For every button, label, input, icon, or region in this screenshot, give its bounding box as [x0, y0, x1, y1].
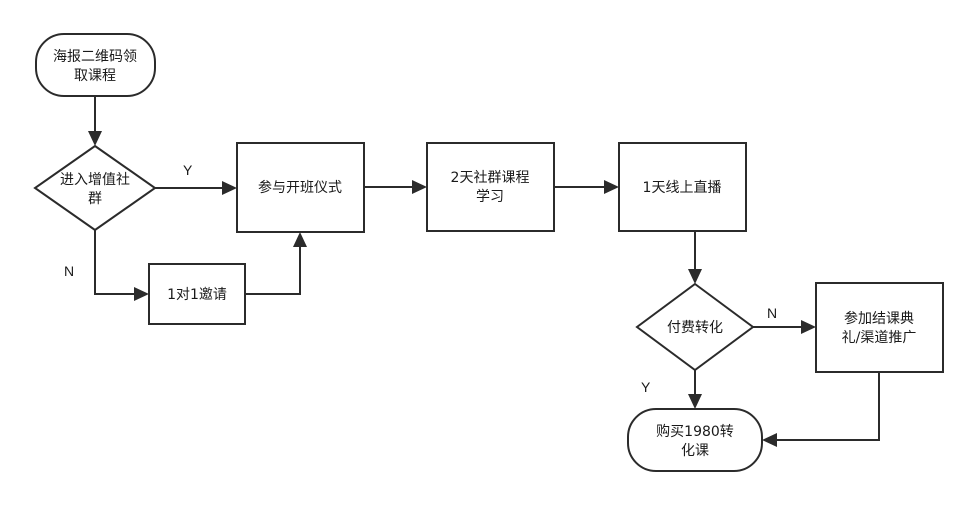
node-start-line2: 取课程 — [74, 68, 116, 84]
node-community-line2: 学习 — [476, 189, 504, 205]
node-purchase-line1: 购买1980转 — [656, 424, 734, 440]
arrowhead-icon — [222, 181, 237, 195]
node-enter-group-line2: 群 — [88, 191, 102, 207]
node-live-text: 1天线上直播 — [643, 179, 722, 196]
process-shape — [815, 282, 944, 373]
decision-shape — [33, 144, 157, 232]
node-graduation-line2: 礼/渠道推广 — [842, 330, 917, 346]
edge-label-pay-yes: Y — [641, 379, 651, 395]
arrowhead-icon — [688, 269, 702, 284]
terminal-shape — [35, 33, 156, 97]
node-purchase: 购买1980转 化课 — [627, 408, 763, 472]
node-graduation: 参加结课典 礼/渠道推广 — [815, 282, 944, 373]
process-shape — [426, 142, 555, 232]
node-start-line1: 海报二维码领 — [53, 49, 137, 65]
node-pay: 付费转化 — [635, 282, 755, 372]
arrowhead-icon — [604, 180, 619, 194]
node-enter-group-line1: 进入增值社 — [60, 172, 130, 188]
terminal-shape — [627, 408, 763, 472]
node-invite-text: 1对1邀请 — [167, 287, 227, 303]
process-shape — [618, 142, 747, 232]
node-live: 1天线上直播 — [618, 142, 747, 232]
arrowhead-icon — [134, 287, 149, 301]
node-ceremony: 参与开班仪式 — [236, 142, 365, 233]
process-shape — [148, 263, 246, 325]
arrowhead-icon — [688, 394, 702, 409]
edge-enter-group-to-invite — [94, 230, 136, 295]
edge-labels: Y N N Y — [64, 162, 777, 395]
node-community: 2天社群课程 学习 — [426, 142, 555, 232]
node-pay-text: 付费转化 — [667, 320, 723, 336]
node-start: 海报二维码领 取课程 — [35, 33, 156, 97]
node-purchase-line2: 化课 — [681, 443, 709, 459]
edge-invite-to-ceremony — [245, 245, 301, 295]
arrowhead-icon — [801, 320, 816, 334]
node-ceremony-text: 参与开班仪式 — [258, 179, 342, 196]
edge-label-pay-no: N — [767, 305, 777, 321]
arrowhead-icon — [412, 180, 427, 194]
decision-shape — [635, 282, 755, 372]
node-community-line1: 2天社群课程 — [451, 170, 530, 186]
edges — [88, 96, 880, 447]
edge-label-enter-yes: Y — [183, 162, 193, 178]
edge-label-enter-no: N — [64, 263, 74, 279]
process-shape — [236, 142, 365, 233]
edge-graduation-to-purchase — [775, 372, 880, 441]
node-enter-group: 进入增值社 群 — [33, 144, 157, 232]
node-invite: 1对1邀请 — [148, 263, 246, 325]
node-graduation-line1: 参加结课典 — [844, 310, 914, 327]
arrowhead-icon — [762, 433, 777, 447]
arrowhead-icon — [88, 131, 102, 146]
arrowhead-icon — [293, 232, 307, 247]
